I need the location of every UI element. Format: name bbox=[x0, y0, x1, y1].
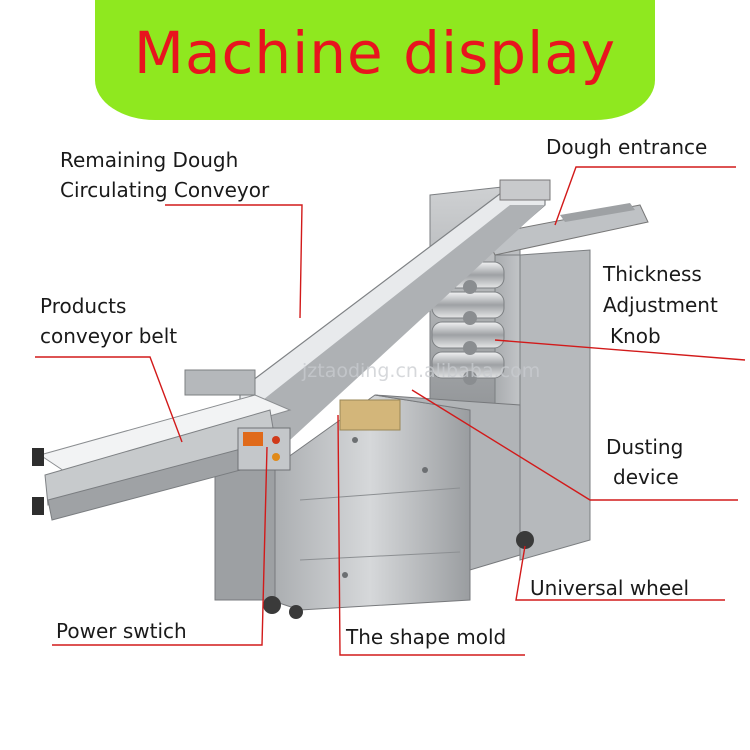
leader-dough-entrance bbox=[554, 166, 736, 226]
label-thickness-line1: Thickness bbox=[603, 262, 702, 286]
label-thickness-line3: Knob bbox=[610, 324, 661, 348]
label-remaining-dough-line2: Circulating Conveyor bbox=[60, 178, 270, 202]
leader-dusting-device bbox=[411, 389, 738, 501]
remaining-dough-conveyor bbox=[239, 179, 551, 440]
leader-remaining-dough bbox=[165, 204, 303, 319]
label-dusting-line2: device bbox=[613, 465, 679, 489]
wheels bbox=[263, 531, 534, 619]
watermark-text: jztaoding.cn.alibaba.com bbox=[302, 360, 541, 382]
label-universal-wheel: Universal wheel bbox=[530, 576, 690, 600]
power-switch-box bbox=[237, 427, 291, 471]
label-shape-mold: The shape mold bbox=[346, 625, 507, 649]
label-power-switch: Power swtich bbox=[56, 619, 187, 643]
products-conveyor-belt bbox=[32, 369, 292, 521]
annotation-leaders bbox=[35, 166, 746, 656]
leader-universal-wheel bbox=[515, 545, 725, 601]
label-dusting-line1: Dusting bbox=[606, 435, 684, 459]
label-thickness-line2: Adjustment bbox=[603, 293, 718, 317]
label-remaining-dough-line1: Remaining Dough bbox=[60, 148, 239, 172]
label-products-line2: conveyor belt bbox=[40, 324, 178, 348]
label-dough-entrance: Dough entrance bbox=[546, 135, 708, 159]
banner-title: Machine display bbox=[133, 19, 617, 87]
leader-products-belt bbox=[35, 356, 183, 443]
leader-shape-mold bbox=[337, 414, 525, 656]
label-products-line1: Products bbox=[40, 294, 127, 318]
title-banner bbox=[95, 0, 655, 120]
leader-thickness-knob bbox=[494, 339, 746, 361]
leader-power-switch bbox=[52, 446, 268, 646]
main-cabinet bbox=[214, 394, 521, 611]
